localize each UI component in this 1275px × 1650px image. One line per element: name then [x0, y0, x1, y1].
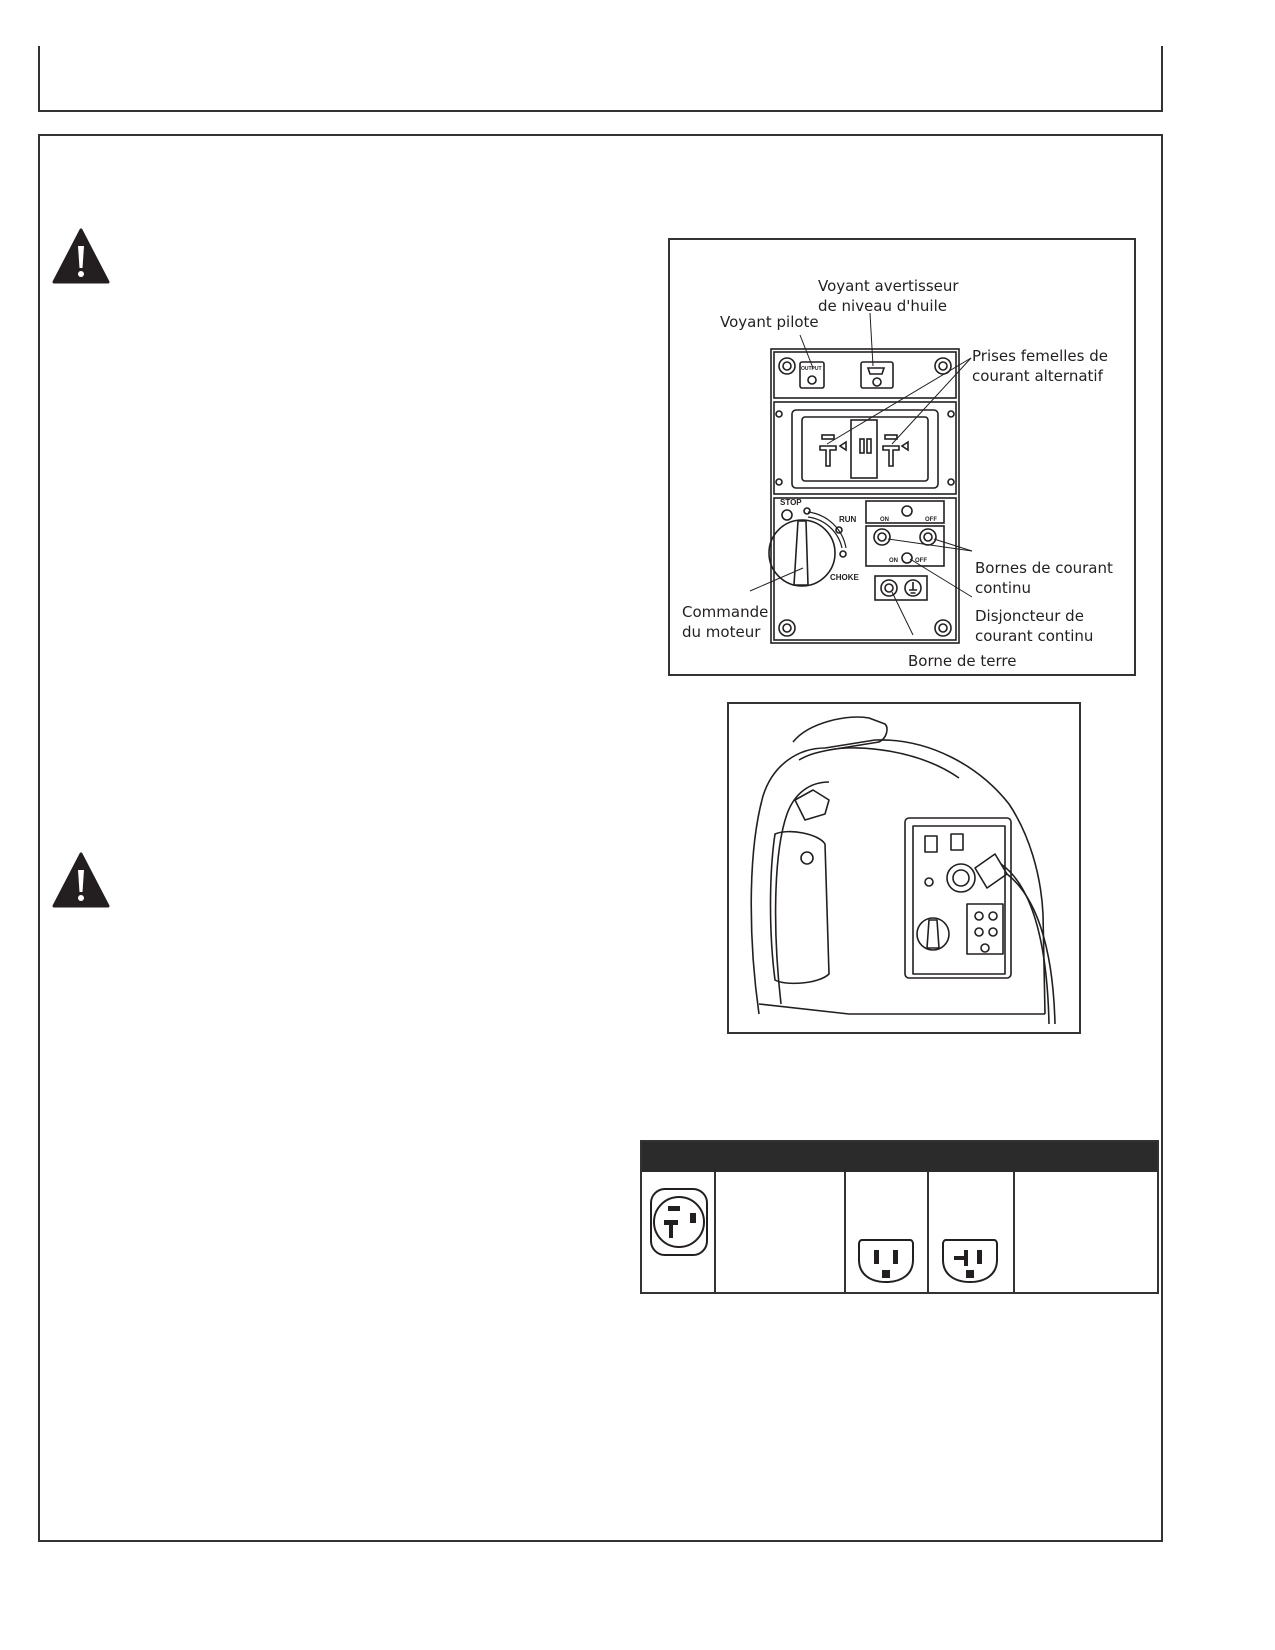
control-panel-figure: OUTPUT STOP RUN CHOKE ON OFF ON OFF Voya…: [668, 238, 1136, 676]
twist-lock-outlet-icon: [650, 1188, 708, 1256]
table-column-divider: [844, 1172, 846, 1292]
on-label-1: ON: [880, 517, 889, 523]
table-column-divider: [1013, 1172, 1015, 1292]
callout-oil-warning-1: Voyant avertisseur: [818, 277, 959, 295]
outlet-table: [640, 1140, 1159, 1294]
callout-dc-terminals-1: Bornes de courant: [975, 559, 1113, 577]
callout-engine-control-2: du moteur: [682, 623, 761, 641]
generator-figure: [727, 702, 1081, 1034]
callout-oil-warning-2: de niveau d'huile: [818, 297, 947, 315]
tandem-outlet-icon: [942, 1239, 998, 1284]
table-column-divider: [714, 1172, 716, 1292]
run-label: RUN: [839, 515, 857, 524]
callout-dc-terminals-2: continu: [975, 579, 1031, 597]
header-frame: [38, 46, 1163, 112]
callout-engine-control-1: Commande: [682, 603, 769, 621]
standard-outlet-icon: [858, 1239, 914, 1284]
stop-label: STOP: [780, 498, 802, 507]
table-header-bar: [642, 1142, 1157, 1172]
callout-dc-breaker-2: courant continu: [975, 627, 1094, 645]
output-label: OUTPUT: [801, 366, 822, 372]
choke-label: CHOKE: [830, 573, 860, 582]
callout-dc-breaker-1: Disjoncteur de: [975, 607, 1084, 625]
content-frame: [38, 134, 1163, 1542]
callout-ac-outlets-1: Prises femelles de: [972, 347, 1108, 365]
generator-drawing: [750, 716, 1056, 1025]
on-label-2: ON: [889, 558, 898, 564]
warning-triangle-icon: [52, 228, 110, 284]
control-panel-drawing: OUTPUT STOP RUN CHOKE ON OFF ON OFF: [749, 312, 973, 644]
off-label-2: OFF: [915, 558, 927, 564]
warning-triangle-icon: [52, 852, 110, 908]
callout-ac-outlets-2: courant alternatif: [972, 367, 1103, 385]
table-column-divider: [927, 1172, 929, 1292]
callout-ground-terminal: Borne de terre: [908, 652, 1017, 670]
callout-pilot-light: Voyant pilote: [720, 313, 819, 331]
off-label-1: OFF: [925, 517, 937, 523]
